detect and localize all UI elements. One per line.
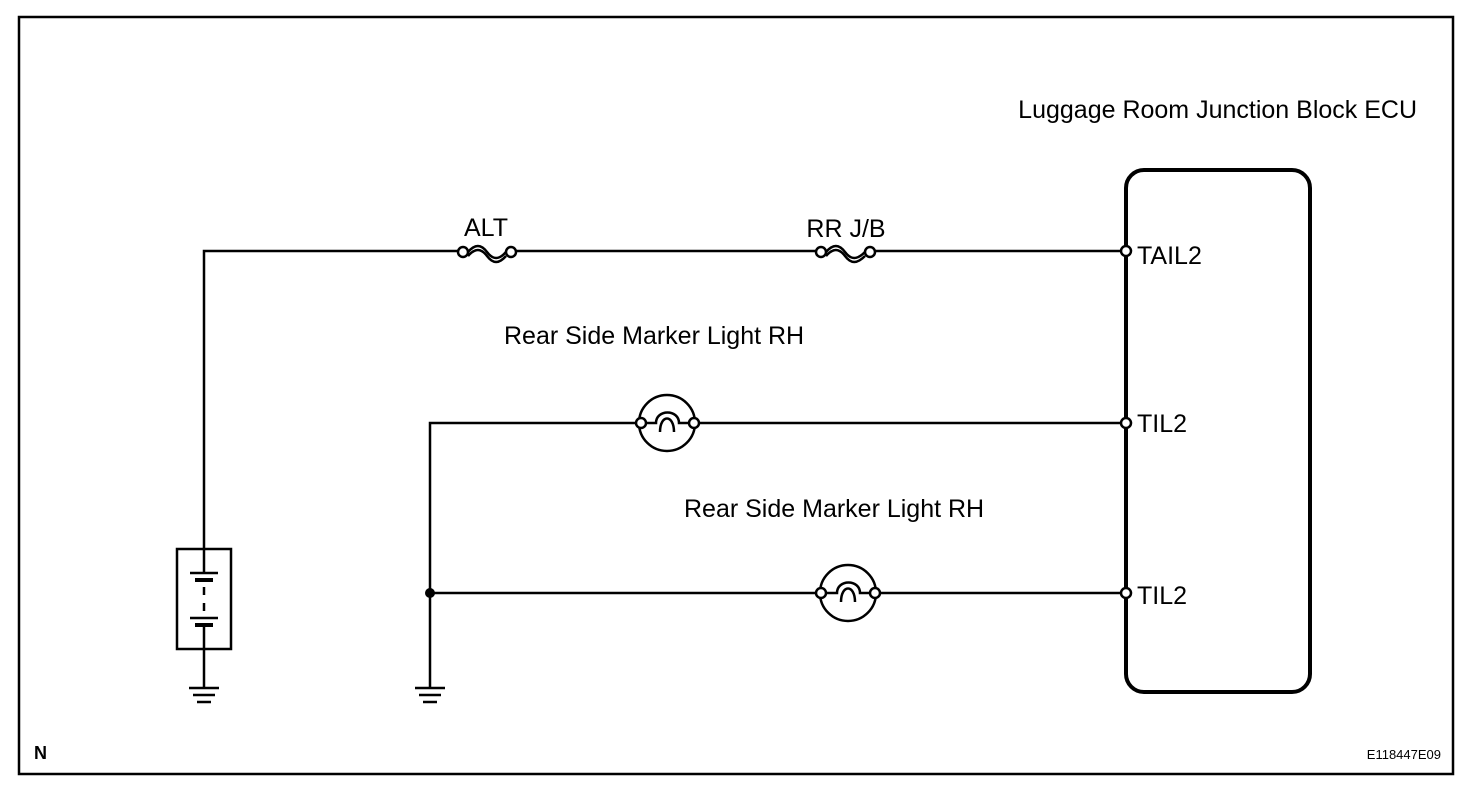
ground-icon [415, 686, 445, 704]
terminal-til2-lower-connector [1119, 586, 1133, 600]
terminal-tail2-connector [1119, 244, 1133, 258]
wire-battery-feed [202, 249, 460, 550]
terminal-til2-upper-label: TIL2 [1137, 410, 1187, 438]
bulb-icon [814, 563, 882, 623]
ecu-title: Luggage Room Junction Block ECU [1018, 96, 1417, 124]
wire-ground-branch [428, 421, 637, 687]
battery-icon [175, 547, 233, 651]
corner-label: N [34, 743, 47, 763]
light-lower-label: Rear Side Marker Light RH [684, 495, 984, 523]
bulb-icon [634, 393, 701, 453]
figure-code: E118447E09 [1367, 747, 1441, 762]
diagram-border [17, 15, 1455, 776]
terminal-til2-upper-connector [1119, 416, 1133, 430]
ecu-block [1124, 168, 1312, 694]
fuse-rr-jb-label: RR J/B [806, 215, 885, 243]
light-upper-label: Rear Side Marker Light RH [504, 322, 804, 350]
fuse-rr-jb [814, 244, 877, 264]
fuse-alt [456, 244, 518, 264]
ground-icon [189, 686, 219, 704]
terminal-tail2-label: TAIL2 [1137, 242, 1202, 270]
terminal-til2-lower-label: TIL2 [1137, 582, 1187, 610]
fuse-alt-label: ALT [464, 214, 508, 242]
